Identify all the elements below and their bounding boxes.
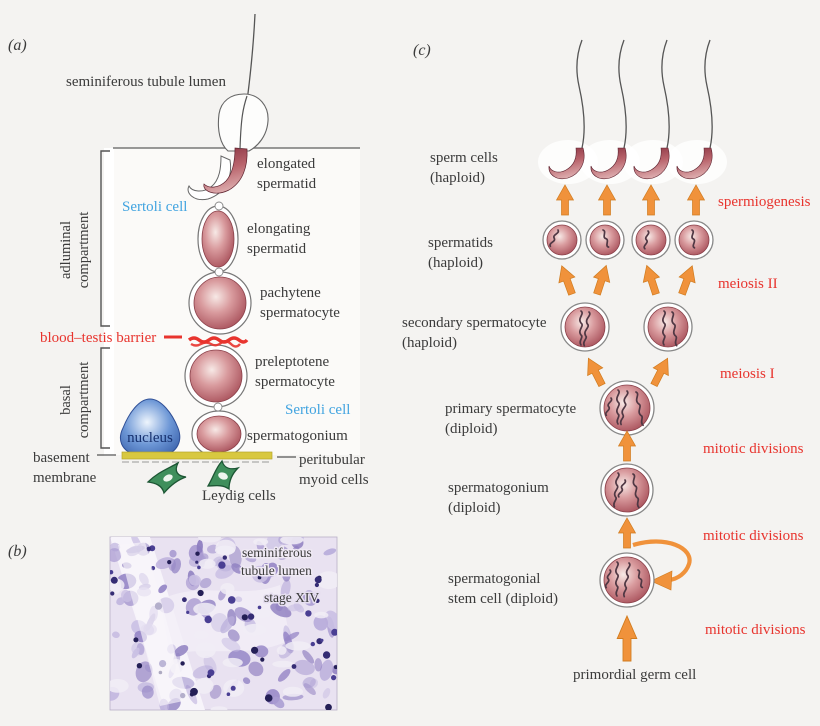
panel-c-tag: (c) — [413, 42, 431, 59]
spermatogonium-label: spermatogonium — [247, 428, 348, 444]
mitotic-divisions-label-3: mitotic divisions — [705, 622, 806, 638]
basal-label-1: basal — [58, 385, 74, 415]
spermiogenesis-label: spermiogenesis — [718, 194, 811, 210]
elongating-spermatid-cell — [197, 205, 239, 273]
histology-texture — [110, 537, 337, 710]
peritubular-label-2: myoid cells — [299, 472, 369, 488]
meiosis-1-label: meiosis I — [720, 366, 775, 382]
adluminal-label-1: adluminal — [58, 221, 74, 279]
spermatids-label-2: (haploid) — [428, 255, 483, 271]
spermiogenesis-arrow — [687, 184, 705, 216]
panel-b-tag: (b) — [8, 543, 27, 560]
sertoli-white-strip — [104, 148, 114, 456]
spermiogenesis-arrow — [642, 184, 660, 216]
meiosis2-arrow — [553, 262, 581, 298]
nucleus-label: nucleus — [127, 430, 173, 446]
sertoli-upper-label: Sertoli cell — [122, 199, 187, 215]
basement-membrane-bar — [121, 451, 273, 460]
lumen-bulb — [217, 93, 269, 152]
primary-spermatocyte-label-2: (diploid) — [445, 421, 498, 437]
mitotic-arrow-1 — [618, 430, 636, 462]
micrograph-lumen-label-1: seminiferous — [242, 545, 312, 560]
lumen-band-overlay — [118, 542, 188, 706]
secondary-spermatocyte-cells — [560, 302, 693, 352]
secondary-spermatocyte-label-1: secondary spermatocyte — [402, 315, 547, 331]
lumen-label: seminiferous tubule lumen — [66, 74, 226, 90]
spermatid-cells — [542, 220, 714, 260]
barrier-scribble-2 — [190, 340, 241, 348]
meiosis2-arrow — [638, 262, 665, 297]
spermiogenesis-arrow — [598, 184, 616, 216]
elongated-spermatid-label-1: elongated — [257, 156, 316, 172]
histology-micrograph: seminiferous tubule lumen stage XIV — [109, 536, 338, 711]
micrograph-lumen-label-2: tubule lumen — [241, 563, 312, 578]
spermatogonium-c-label-2: (diploid) — [448, 500, 501, 516]
preleptotene-label-2: spermatocyte — [255, 374, 335, 390]
spermatogonium-cell-c — [600, 463, 654, 517]
meiosis1-arrow — [580, 354, 610, 390]
sperm-cells-label-2: (haploid) — [430, 170, 485, 186]
stem-cell — [599, 552, 655, 608]
spermatid-tail-lower — [239, 95, 248, 150]
stem-cell-label-2: stem cell (diploid) — [448, 591, 558, 607]
blood-testis-barrier-label: blood–testis barrier — [40, 330, 156, 346]
primary-spermatocyte-cell — [599, 380, 655, 436]
secondary-spermatocyte-label-2: (haploid) — [402, 335, 457, 351]
elongating-spermatid-label-2: spermatid — [247, 241, 307, 257]
pachytene-label-1: pachytene — [260, 285, 321, 301]
peritubular-label-1: peritubular — [299, 452, 365, 468]
mitotic-divisions-label-1: mitotic divisions — [703, 441, 804, 457]
preleptotene-spermatocyte-cell — [184, 344, 248, 408]
basement-label-1: basement — [33, 450, 90, 466]
meiosis2-arrow — [673, 262, 701, 298]
basement-label-2: membrane — [33, 470, 97, 486]
basal-bracket — [100, 347, 110, 449]
elongating-spermatid-label-1: elongating — [247, 221, 311, 237]
pachytene-spermatocyte-cell — [188, 271, 252, 335]
meiosis1-arrow — [646, 354, 676, 390]
panel-c: (c) sperm cells (haploid) spermiogenesis… — [402, 39, 811, 683]
adluminal-label-2: compartment — [76, 212, 92, 289]
sertoli-nucleus: nucleus — [119, 398, 181, 458]
sertoli-lower-label: Sertoli cell — [285, 402, 350, 418]
adluminal-bracket — [100, 150, 110, 327]
sperm-cells-label-1: sperm cells — [430, 150, 498, 166]
spermatids-label-1: spermatids — [428, 235, 493, 251]
cell-junction — [213, 402, 223, 412]
primordial-germ-cell-label: primordial germ cell — [573, 667, 696, 683]
self-renewal-arrowhead — [650, 570, 673, 591]
meiosis2-arrow — [588, 262, 615, 297]
meiosis-2-label: meiosis II — [718, 276, 778, 292]
panel-b: (b) seminiferous tubule lumen stage XIV — [8, 536, 338, 711]
elongated-spermatid-label-2: spermatid — [257, 176, 317, 192]
basal-label-2: compartment — [76, 362, 92, 439]
stem-cell-label-1: spermatogonial — [448, 571, 540, 587]
mitotic-arrow-3 — [616, 615, 638, 662]
primary-spermatocyte-label-1: primary spermatocyte — [445, 401, 577, 417]
cell-junction — [214, 267, 224, 277]
stage-label: stage XIV — [264, 590, 319, 605]
mitotic-divisions-label-2: mitotic divisions — [703, 528, 804, 544]
pachytene-label-2: spermatocyte — [260, 305, 340, 321]
spermatogonium-cell — [191, 410, 247, 458]
elongated-spermatid-cell — [203, 147, 248, 194]
panel-a-tag: (a) — [8, 37, 27, 54]
spermiogenesis-arrow — [556, 184, 574, 216]
leydig-label: Leydig cells — [202, 488, 276, 504]
panel-a: (a) seminiferous tubule lumen adluminal … — [8, 13, 369, 504]
leydig-cell-1 — [146, 461, 187, 495]
cell-junction — [214, 201, 224, 211]
leydig-cell-2 — [206, 459, 241, 491]
self-renewal-arrow-curve — [632, 539, 692, 583]
spermatogonium-c-label-1: spermatogonium — [448, 480, 549, 496]
preleptotene-label-1: preleptotene — [255, 354, 329, 370]
barrier-scribble — [187, 336, 249, 344]
